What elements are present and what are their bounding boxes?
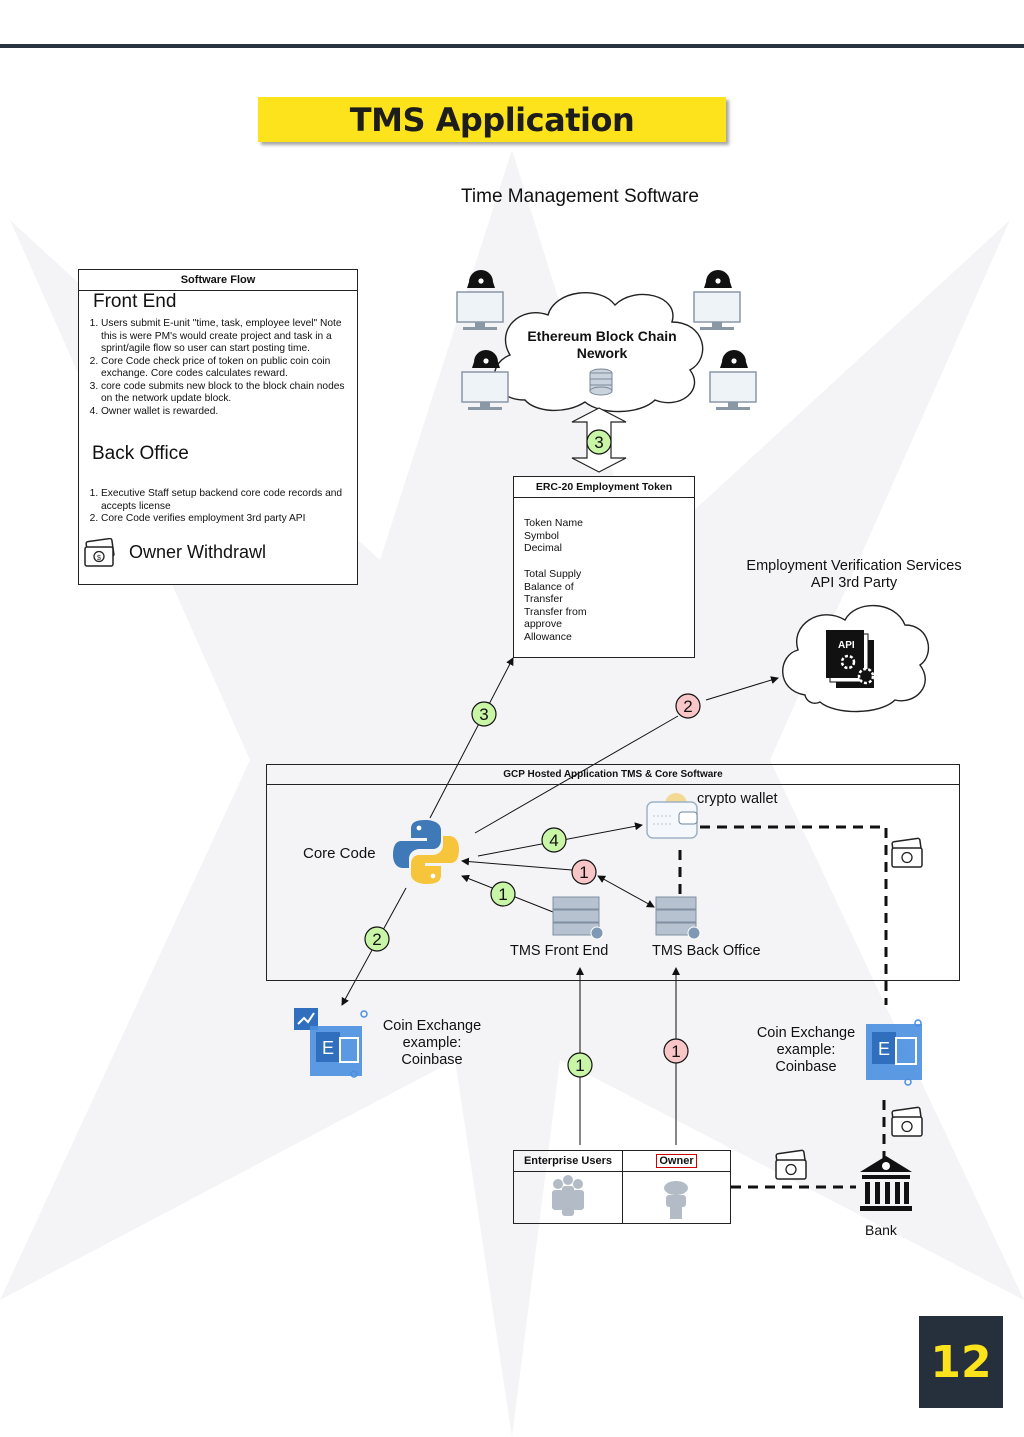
list-item: Core Code check price of token on public… [101,356,351,381]
gcp-heading: GCP Hosted Application TMS & Core Softwa… [267,765,959,785]
node-computer-icon [461,350,509,410]
core-code-label: Core Code [303,845,376,862]
page-number: 12 [930,1337,992,1388]
back-office-title: Back Office [92,443,189,464]
step-badges: 3 3 2 4 1 1 2 1 1 [364,429,701,1078]
step-badge-number: 2 [683,697,692,716]
step-badge-number: 4 [549,831,558,850]
erc20-heading: ERC-20 Employment Token [514,477,694,498]
step-badge-number: 3 [479,705,488,724]
step-badge-wallet-link: 4 [541,827,567,853]
crypto-wallet-label: crypto wallet [697,791,778,807]
enterprise-users-icon [552,1175,584,1216]
gcp-application-box: GCP Hosted Application TMS & Core Softwa… [266,764,960,981]
crypto-wallet-icon [646,793,698,839]
owner-cell: Owner [623,1151,730,1223]
step-badge-backoffice-link: 1 [571,859,597,885]
enterprise-users-cell: Enterprise Users [514,1151,623,1223]
step-badge-number: 2 [372,930,381,949]
list-item: Owner wallet is rewarded. [101,406,351,419]
subtitle: Time Management Software [461,186,699,207]
svg-text:E: E [878,1039,890,1059]
owner-heading: Owner [623,1151,730,1172]
blockchain-cloud [493,291,704,413]
cash-icon [775,1149,807,1180]
coin-exchange-right-icon: E [866,1019,922,1086]
step-badge-owner-link: 1 [663,1038,689,1064]
tms-back-office-server-icon [655,896,701,940]
page-title: TMS Application [349,101,635,139]
svg-text:$: $ [97,555,101,562]
verification-label: Employment Verification Services API 3rd… [746,558,962,591]
api-tag: API [838,640,855,651]
cash-icon [891,837,923,868]
top-rule [0,44,1024,48]
cash-icon [891,1106,923,1137]
step-badge-number: 1 [575,1056,584,1075]
front-end-title: Front End [93,291,177,312]
tms-back-office-label: TMS Back Office [652,943,761,959]
step-badge-number: 3 [594,433,603,452]
owner-user-icon [664,1181,688,1219]
users-table: Enterprise Users Owner [513,1150,731,1224]
tms-front-end-server-icon [552,896,604,940]
step-badge-number: 1 [498,885,507,904]
step-badge-exchange-link: 2 [364,926,390,952]
page-number-box: 12 [919,1316,1003,1408]
api-gear-icon [826,630,875,688]
list-item: Executive Staff setup backend core code … [101,488,351,513]
step-badge-number: 1 [579,863,588,882]
front-end-list: Users submit E-unit "time, task, employe… [79,318,351,418]
bank-icon [860,1156,912,1211]
enterprise-users-heading: Enterprise Users [514,1151,622,1172]
database-icon [589,368,613,396]
erc20-token-box: ERC-20 Employment Token Token Name Symbo… [513,476,695,658]
python-logo-icon [393,820,459,884]
page-title-banner: TMS Application [258,97,726,142]
node-computer-icon [709,350,757,410]
step-badge-erc20-link: 3 [471,701,497,727]
step-badge-blockchain: 3 [586,429,612,455]
step-badge-users-link: 1 [567,1052,593,1078]
owner-label: Owner [656,1154,697,1168]
step-badge-number: 1 [671,1042,680,1061]
node-computer-icon [693,270,741,330]
bank-label: Bank [865,1222,897,1238]
list-item: core code submits new block to the block… [101,381,351,406]
owner-withdrawl-label: Owner Withdrawl [129,542,267,562]
node-computer-icon [456,270,504,330]
cash-icon: $ [84,538,115,567]
list-item: Core Code verifies employment 3rd party … [101,513,351,526]
coin-exchange-left-icon: E [294,1008,368,1078]
coin-exchange-right-label: Coin Exchange example: Coinbase [756,1025,856,1075]
coin-exchange-left-label: Coin Exchange example: Coinbase [382,1018,482,1068]
blockchain-label: Ethereum Block Chain Nework [527,328,677,361]
step-badge-frontend-link: 1 [490,881,516,907]
tms-front-end-label: TMS Front End [510,943,609,959]
svg-text:E: E [322,1038,334,1058]
step-badge-verify-link: 2 [675,693,701,719]
software-flow-box: Software Flow Front End Users submit E-u… [78,269,358,585]
erc20-fields-functions: Total Supply Balance of Transfer Transfe… [524,568,587,643]
erc20-fields-basic: Token Name Symbol Decimal [524,517,583,554]
back-office-list: Executive Staff setup backend core code … [79,488,351,526]
software-flow-heading: Software Flow [79,270,357,291]
list-item: Users submit E-unit "time, task, employe… [101,318,351,356]
